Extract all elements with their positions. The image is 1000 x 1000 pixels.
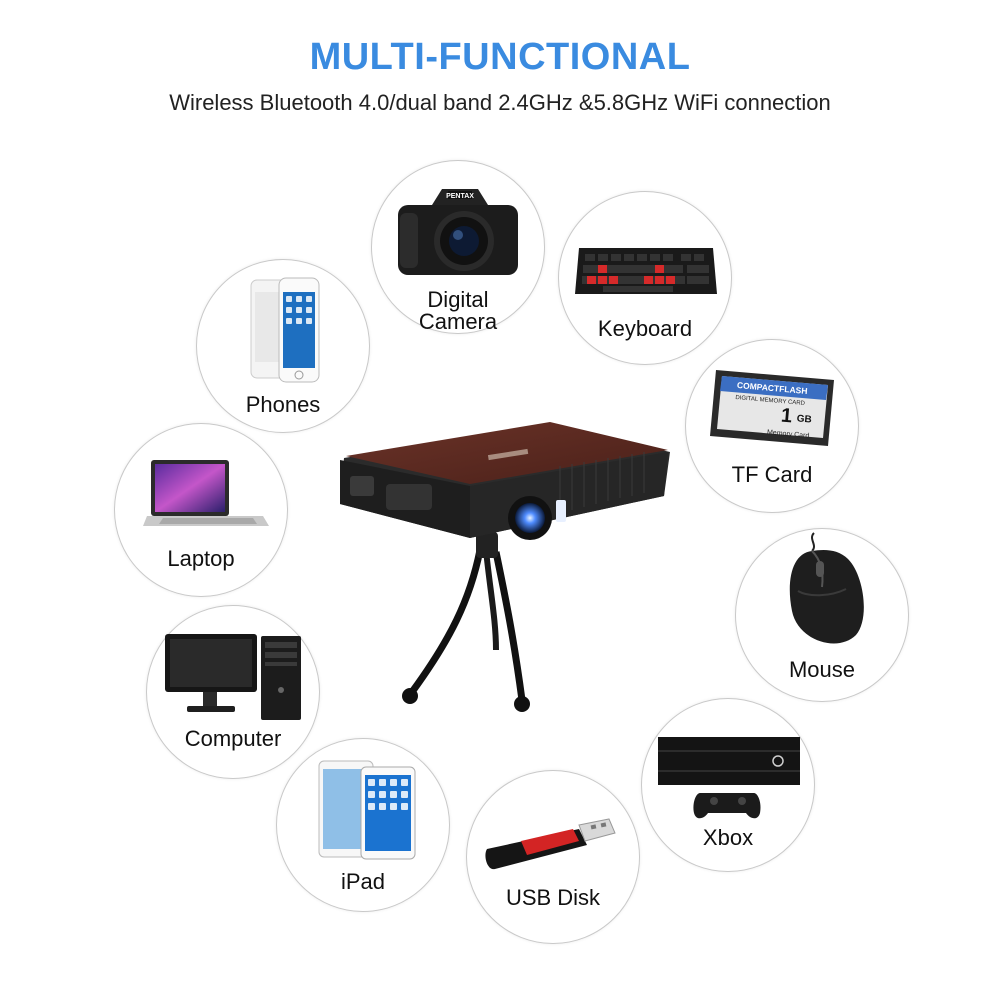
camera-icon: PENTAX [398, 189, 518, 275]
device-circle-phones: Phones [196, 259, 370, 433]
device-label-computer: Computer [184, 726, 282, 751]
laptop-icon [143, 460, 269, 526]
card-caption: Memory Card [767, 429, 810, 440]
device-circle-usb: USB Disk [466, 770, 640, 944]
device-circle-camera: PENTAX Digital Camera [371, 160, 545, 334]
device-label-laptop: Laptop [167, 546, 235, 571]
card-unit: GB [796, 413, 812, 425]
device-circle-mouse: Mouse [735, 528, 909, 702]
phone-icon [250, 277, 320, 383]
device-label-keyboard: Keyboard [597, 316, 693, 341]
device-label-ipad: iPad [340, 869, 386, 894]
device-circle-xbox: Xbox [641, 698, 815, 872]
desktop-computer-icon [165, 634, 301, 720]
device-circle-computer: Computer [146, 605, 320, 779]
page-title: MULTI-FUNCTIONAL [309, 36, 691, 78]
device-circle-keyboard: Keyboard [558, 191, 732, 365]
device-circle-ipad: iPad [276, 738, 450, 912]
device-label-tfcard: TF Card [731, 462, 813, 487]
device-label-usb: USB Disk [505, 885, 601, 910]
device-label-camera-line1: Digital [427, 287, 489, 312]
usb-drive-icon [485, 818, 616, 870]
page-subtitle: Wireless Bluetooth 4.0/dual band 2.4GHz … [169, 90, 831, 115]
card-size: 1 [780, 405, 793, 428]
device-label-camera-line2: Camera [418, 309, 498, 334]
memory-card-icon: COMPACTFLASH DIGITAL MEMORY CARD 1 GB Me… [710, 370, 834, 446]
tablet-icon [318, 760, 416, 860]
mouse-icon [789, 532, 864, 644]
device-label-xbox: Xbox [702, 825, 754, 850]
mini-projector-on-tripod-image [340, 422, 670, 712]
device-label-mouse: Mouse [788, 657, 856, 682]
device-label-phones: Phones [245, 392, 321, 417]
keyboard-icon [575, 248, 717, 294]
game-console-icon [658, 737, 800, 819]
device-circle-tfcard: COMPACTFLASH DIGITAL MEMORY CARD 1 GB Me… [685, 339, 859, 513]
camera-brand: PENTAX [446, 193, 474, 200]
device-circle-laptop: Laptop [114, 423, 288, 597]
